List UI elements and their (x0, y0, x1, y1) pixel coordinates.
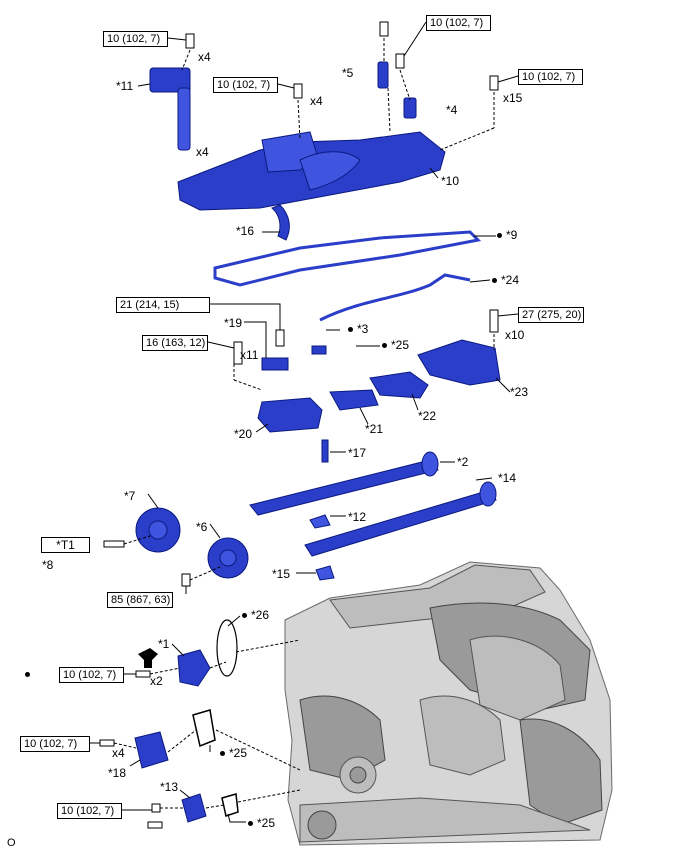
torque-spec-cover-perimeter: 10 (102, 7) (518, 69, 583, 85)
direction-arrow (138, 648, 158, 668)
camshaft-2 (249, 451, 439, 516)
gasket-25c (221, 793, 239, 817)
sealant-dot-25c (248, 821, 253, 826)
sealant-dot-3 (348, 327, 353, 332)
bracket-19 (261, 357, 289, 371)
callout-4: *4 (446, 103, 458, 117)
callout-11: *11 (116, 79, 134, 93)
o-ring-26 (216, 619, 238, 677)
qty-housing-bolts: x11 (240, 348, 259, 362)
part-17 (321, 439, 329, 463)
callout-24: *24 (501, 273, 520, 287)
callout-25c: *25 (257, 816, 276, 830)
torque-spec-sensor: 10 (102, 7) (426, 15, 491, 31)
qty-perimeter-bolts: x15 (503, 91, 523, 105)
callout-23: *23 (510, 385, 529, 399)
thrust-12 (309, 514, 331, 529)
figure-code: O (7, 837, 16, 849)
callout-3: *3 (357, 322, 369, 336)
qty-cover-bolts: x4 (310, 94, 323, 108)
qty-bearing-cap-bolts: x10 (505, 328, 525, 342)
sealant-dot-24 (492, 278, 497, 283)
cylinder-head-cover (177, 131, 446, 241)
gasket-25b (192, 709, 216, 748)
callout-12: *12 (348, 510, 367, 524)
callout-25a: *25 (391, 338, 410, 352)
callout-22: *22 (418, 409, 437, 423)
torque-spec-ignition-coil: 10 (102, 7) (103, 31, 168, 47)
sensor-4 (403, 97, 417, 119)
callout-16: *16 (236, 224, 255, 238)
callout-15: *15 (272, 567, 291, 581)
sensor-5 (377, 61, 389, 89)
callout-25b: *25 (229, 746, 248, 760)
torque-spec-t1: *T1 (41, 537, 90, 553)
callout-20: *20 (234, 427, 253, 441)
engine-block (284, 561, 613, 846)
torque-spec-actuator: 10 (102, 7) (59, 667, 124, 683)
sealant-dot-9 (497, 233, 502, 238)
bearing-cap-21 (329, 389, 379, 411)
torque-spec-cover-18: 10 (102, 7) (20, 736, 90, 752)
bearing-cap-20 (257, 397, 323, 433)
sealant-dot-25b (220, 751, 225, 756)
sealant-dot-25a (382, 343, 387, 348)
callout-7: *7 (124, 489, 136, 503)
qty-actuator-bolts: x2 (150, 674, 163, 688)
callout-26: *26 (251, 608, 270, 622)
qty-cover-18-bolts: x4 (112, 746, 125, 760)
bearing-cap-23 (417, 339, 501, 386)
torque-spec-bracket: 21 (214, 15) (116, 297, 210, 313)
torque-spec-part-13: 10 (102, 7) (57, 803, 122, 819)
thrust-15 (315, 565, 335, 581)
callout-19: *19 (224, 316, 243, 330)
callout-10: *10 (441, 174, 460, 188)
callout-2: *2 (457, 455, 469, 469)
callout-6: *6 (196, 520, 208, 534)
sealant-dot-legend (25, 672, 30, 677)
cover-18 (134, 731, 169, 769)
timing-gear-6 (207, 537, 249, 579)
callout-18: *18 (108, 766, 127, 780)
sealant-dot-26 (242, 613, 247, 618)
callout-9: *9 (506, 228, 518, 242)
camshaft-14 (304, 481, 497, 557)
callout-5: *5 (342, 66, 354, 80)
torque-spec-cover-bolt: 10 (102, 7) (213, 77, 278, 93)
torque-spec-bearing-cap: 27 (275, 20) (518, 307, 584, 323)
callout-21: *21 (365, 422, 384, 436)
callout-17: *17 (348, 446, 367, 460)
part-3 (311, 345, 327, 355)
bearing-cap-22 (369, 371, 429, 399)
torque-spec-gear: 85 (867, 63) (107, 592, 173, 608)
timing-gear-7 (135, 507, 181, 553)
callout-1: *1 (158, 637, 170, 651)
callout-8: *8 (42, 558, 54, 572)
part-13 (181, 793, 207, 823)
wire-harness (319, 273, 471, 322)
torque-spec-housing: 16 (163, 12) (142, 335, 208, 351)
qty-ignition-coil-bolts: x4 (198, 50, 211, 64)
leader-lines (90, 21, 519, 823)
qty-ignition-coils: x4 (196, 145, 209, 159)
callout-13: *13 (160, 780, 179, 794)
actuator-1 (177, 649, 211, 687)
cover-gasket (213, 230, 482, 287)
ignition-coil (149, 67, 191, 151)
callout-14: *14 (498, 471, 517, 485)
